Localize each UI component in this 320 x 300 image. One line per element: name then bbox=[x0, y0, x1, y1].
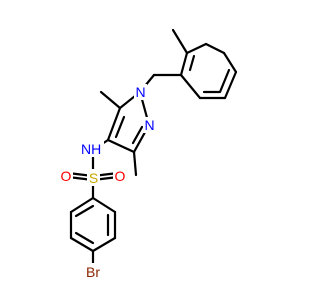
bond bbox=[204, 42, 226, 55]
atom-n2: N bbox=[143, 117, 156, 133]
atom-n1-label: N bbox=[135, 84, 145, 100]
bond bbox=[99, 90, 122, 110]
bond bbox=[114, 115, 126, 139]
bond bbox=[91, 196, 117, 214]
bond bbox=[106, 138, 136, 154]
atom-n2-label: N bbox=[144, 117, 154, 133]
bond bbox=[171, 28, 189, 55]
bond bbox=[179, 51, 189, 77]
structure-diagram: N N NH S O O Br bbox=[59, 28, 238, 280]
bond bbox=[185, 42, 208, 55]
bond bbox=[179, 73, 202, 100]
bond bbox=[74, 231, 95, 245]
bond bbox=[74, 204, 95, 218]
atom-o1: O bbox=[59, 167, 73, 184]
atom-o2-label: O bbox=[115, 168, 126, 184]
bond bbox=[132, 150, 138, 177]
atom-o1-label: O bbox=[61, 168, 72, 184]
bond bbox=[91, 236, 117, 253]
bond bbox=[131, 125, 144, 145]
atom-s: S bbox=[87, 169, 100, 186]
atom-o2: O bbox=[113, 167, 127, 184]
atom-br: Br bbox=[82, 263, 104, 280]
bond bbox=[69, 196, 95, 214]
atom-nh-n: N bbox=[81, 141, 91, 157]
bond bbox=[69, 236, 95, 253]
atom-nh-h: H bbox=[91, 141, 101, 157]
atom-labels: N N NH S O O Br bbox=[59, 84, 156, 280]
molecule-canvas: N N NH S O O Br bbox=[59, 28, 238, 280]
bond bbox=[222, 51, 238, 74]
atom-n1: N bbox=[134, 84, 147, 100]
bond bbox=[188, 54, 196, 72]
atom-br-label: Br bbox=[86, 264, 100, 280]
bond bbox=[218, 68, 231, 94]
atom-nh: NH bbox=[80, 140, 104, 157]
atom-nh-label: NH bbox=[81, 141, 101, 157]
bond bbox=[223, 70, 238, 100]
atom-s-label: S bbox=[89, 170, 98, 186]
bond bbox=[106, 106, 122, 142]
